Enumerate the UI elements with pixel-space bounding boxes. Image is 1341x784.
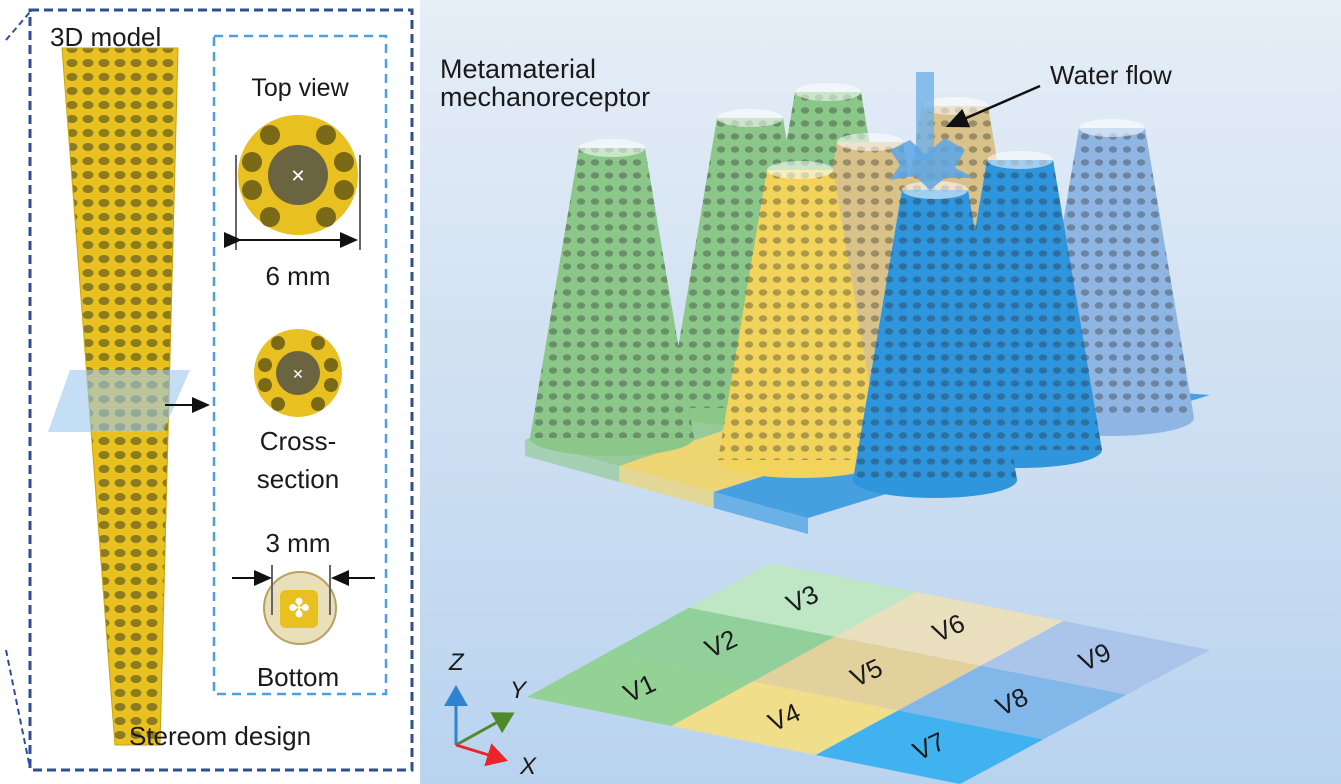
grid-cell <box>527 652 754 726</box>
panel-title-line1: Metamaterial <box>440 54 596 84</box>
top-view-label: Top view <box>251 74 349 102</box>
grid-cell <box>753 636 981 711</box>
plate-edge <box>619 466 714 508</box>
cross-section-label-1: Cross- <box>260 426 337 456</box>
y-axis-arrow <box>455 712 515 747</box>
top-dimension-label: 6 mm <box>266 261 331 291</box>
grid-cell <box>980 621 1210 695</box>
grid-cell <box>608 607 835 682</box>
mechanoreceptor-cone <box>718 161 882 478</box>
zoom-connector-top <box>5 11 31 41</box>
top-view-image: ✕ <box>238 115 358 235</box>
section-plane <box>48 370 190 432</box>
inner-dashed-frame <box>212 34 388 696</box>
right-panel: Metamaterial mechanoreceptor Water flow … <box>420 0 1341 784</box>
svg-text:✕: ✕ <box>290 166 305 186</box>
axis-triad: Z Y X <box>444 649 537 780</box>
water-flow-label: Water flow <box>1050 60 1172 90</box>
z-axis-label: Z <box>448 649 465 676</box>
cross-section-image: ✕ <box>254 329 342 417</box>
plate-edge <box>713 492 808 534</box>
svg-text:✕: ✕ <box>292 366 304 382</box>
zoom-connector-bottom <box>5 649 31 769</box>
left-panel: 3D model Top view ✕ 6 mm <box>0 0 420 784</box>
cone-array <box>530 83 1194 498</box>
grid-cell <box>689 563 917 637</box>
svg-text:✤: ✤ <box>288 593 310 623</box>
panel-title-line2: mechanoreceptor <box>440 82 650 112</box>
stereom-design-caption: Stereom design <box>129 721 311 751</box>
plate-edge <box>525 440 620 482</box>
y-axis-label: Y <box>510 677 528 704</box>
outer-dashed-frame <box>28 8 414 772</box>
x-axis-arrow <box>455 743 508 767</box>
mechanoreceptor-cone <box>853 181 1017 498</box>
mechanoreceptor-cone <box>530 139 694 456</box>
cross-section-label-2: section <box>257 464 339 494</box>
bottom-dimension-label: 3 mm <box>266 528 331 558</box>
bottom-view-image: ✤ <box>263 571 337 645</box>
bottom-label: Bottom <box>257 662 339 692</box>
x-axis-label: X <box>519 753 537 780</box>
grid-cell <box>671 681 899 755</box>
water-flow-arrow <box>945 84 1041 128</box>
grid-cell <box>898 665 1127 740</box>
water-splash <box>890 138 975 190</box>
water-stream <box>916 72 934 160</box>
grid-cell <box>815 710 1044 784</box>
model-title: 3D model <box>50 22 161 52</box>
water-flow: Water flow <box>890 60 1172 190</box>
grid-cell <box>834 592 1064 666</box>
